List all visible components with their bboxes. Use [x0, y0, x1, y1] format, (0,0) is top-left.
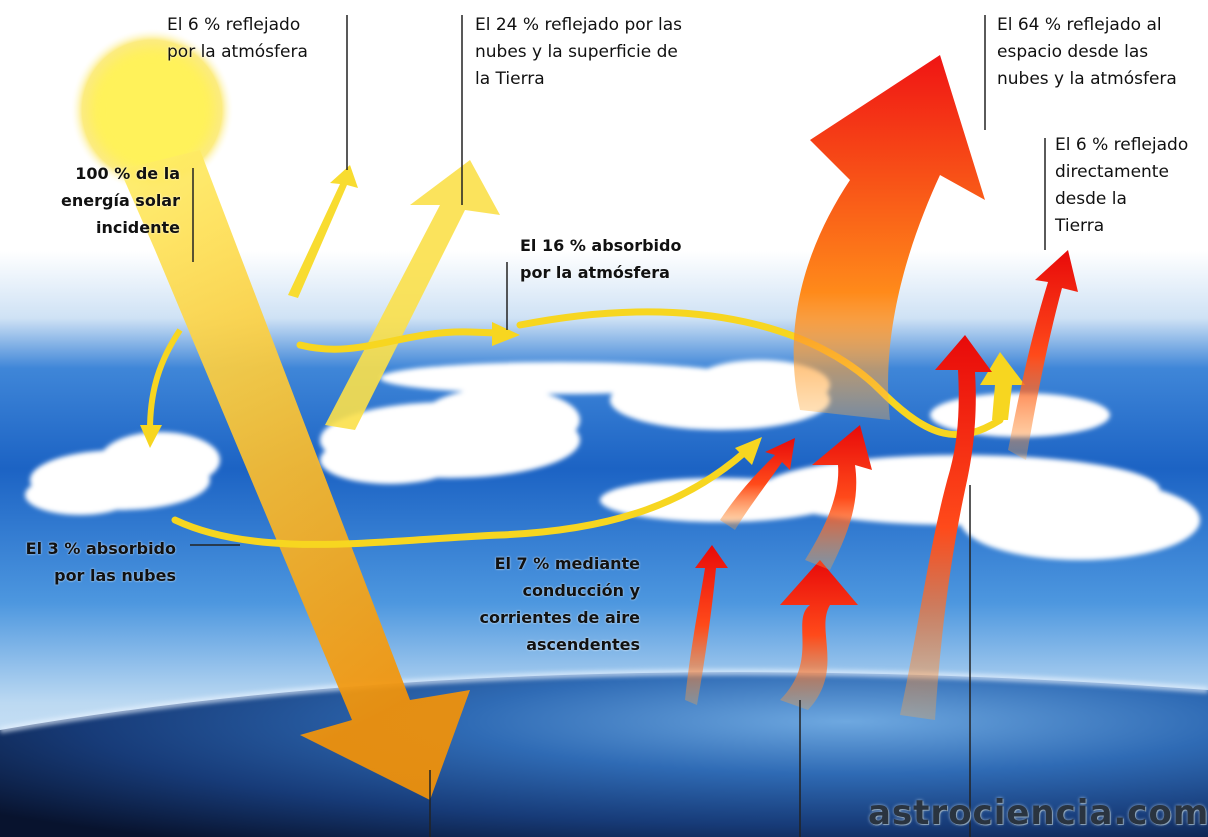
conduction-arrow-1	[685, 545, 728, 705]
watermark: astrociencia.com	[868, 793, 1208, 833]
reflected-6-earth-arrow	[1008, 250, 1078, 460]
incident-solar-arrow	[120, 150, 470, 800]
sun-core	[94, 52, 210, 168]
label-reflected-earth-6: El 6 % reflejado directamente desde la T…	[1055, 135, 1189, 236]
cloud-absorption-loop	[147, 328, 183, 431]
label-absorbed-clouds-3: El 3 % absorbido por las nubes	[25, 539, 176, 585]
surface-emission-arrow	[900, 335, 992, 720]
label-reflected-atmosphere-6: El 6 % reflejado por la atmósfera	[167, 15, 308, 62]
label-reflected-space-64: El 64 % reflejado al espacio desde las n…	[997, 15, 1177, 89]
label-incident-100: 100 % de la energía solar incidente	[61, 164, 180, 237]
conduction-arrow-4	[805, 425, 872, 570]
cloud-absorption-arrowhead	[140, 425, 162, 448]
reflected-64-arrow	[793, 55, 985, 420]
cloud-center-band	[380, 360, 830, 430]
reflected-24-arrow	[325, 160, 500, 430]
absorbed-16-path	[296, 328, 502, 353]
clouds	[25, 360, 1200, 560]
absorbed-3-path	[171, 448, 749, 548]
cloud-left	[25, 432, 220, 515]
conduction-arrow-3	[780, 560, 858, 710]
label-conduction-7: El 7 % mediante conducción y corrientes …	[479, 554, 640, 654]
cloud-right	[600, 393, 1200, 560]
reflected-6-atmosphere-arrow	[288, 165, 358, 298]
label-absorbed-atmosphere-16: El 16 % absorbido por la atmósfera	[520, 236, 682, 282]
absorbed-3-arrowhead	[735, 437, 762, 465]
absorbed-16-up-arrow	[980, 352, 1025, 420]
absorbed-16-arrowhead	[492, 322, 520, 346]
conduction-arrow-2	[720, 438, 795, 530]
cloud-center-left	[320, 388, 580, 484]
earth-horizon-glow	[0, 669, 1208, 733]
leader-lines	[190, 15, 1046, 837]
label-reflected-clouds-surface-24: El 24 % reflejado por las nubes y la sup…	[475, 15, 683, 89]
